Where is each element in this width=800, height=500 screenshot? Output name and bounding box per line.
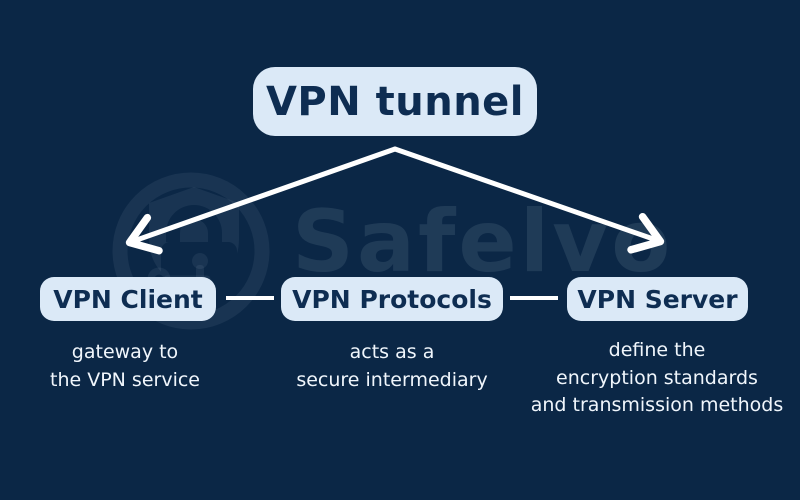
node-label: VPN Client	[53, 284, 203, 314]
arrow-tunnel-to-server	[392, 146, 665, 254]
description-vpn-server: define the encryption standards and tran…	[507, 337, 800, 420]
description-vpn-protocols: acts as a secure intermediary	[282, 339, 502, 394]
title-label: VPN tunnel	[265, 78, 525, 125]
description-line: acts as a	[349, 341, 435, 363]
node-vpn-client: VPN Client	[40, 277, 216, 321]
node-label: VPN Protocols	[292, 284, 492, 314]
node-label: VPN Server	[577, 284, 738, 314]
description-line: encryption standards	[556, 366, 758, 389]
node-vpn-protocols: VPN Protocols	[281, 277, 503, 321]
arrow-tunnel-to-client	[125, 146, 398, 255]
description-line: the VPN service	[50, 368, 200, 391]
description-line: secure intermediary	[296, 368, 488, 391]
node-vpn-server: VPN Server	[567, 277, 748, 321]
description-line: define the	[608, 339, 706, 361]
description-line: gateway to	[71, 341, 179, 363]
watermark-brand: Safelvo	[292, 192, 674, 292]
description-vpn-client: gateway to the VPN service	[15, 339, 235, 394]
description-line: and transmission methods	[530, 394, 784, 416]
title-node-vpn-tunnel: VPN tunnel	[253, 67, 537, 136]
